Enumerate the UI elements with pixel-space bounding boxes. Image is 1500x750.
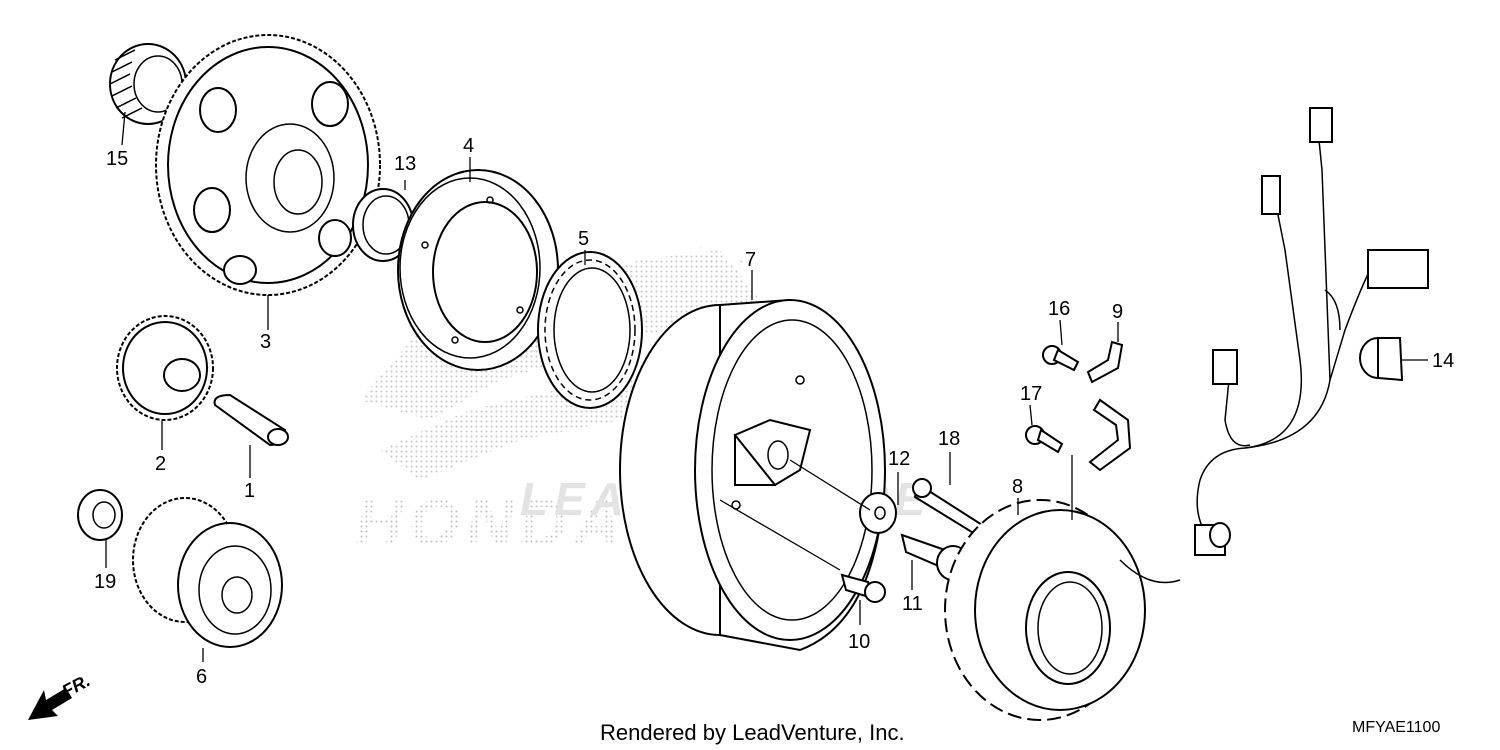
part-8-stator — [944, 499, 1146, 721]
part-6-starter-clutch-assy — [132, 497, 283, 648]
part-18-long-bolt — [912, 478, 992, 544]
callout-4: 4 — [463, 135, 474, 157]
part-19-bearing — [77, 489, 123, 541]
callout-18: 18 — [938, 428, 960, 450]
callout-3: 3 — [260, 331, 271, 353]
callout-15: 15 — [106, 148, 128, 170]
callout-11: 11 — [902, 593, 923, 615]
callout-5: 5 — [578, 228, 589, 250]
part-10-bolt — [840, 573, 886, 603]
callout-1: 1 — [244, 480, 255, 502]
watermark-brand-text: HONDA — [355, 485, 627, 559]
callout-10: 10 — [848, 631, 870, 653]
part-14-clamp — [1359, 337, 1404, 382]
part-17-bolt — [1025, 425, 1064, 454]
callout-8: 8 — [1012, 476, 1023, 498]
part-5-one-way-clutch — [537, 251, 643, 409]
wire-harness — [1119, 107, 1429, 584]
part-12-washer — [859, 492, 897, 534]
callout-12: 12 — [888, 448, 910, 470]
callout-13: 13 — [394, 153, 416, 175]
part-15-needle-bearing — [109, 43, 187, 125]
callout-7: 7 — [745, 249, 756, 271]
part-9-bracket — [1086, 340, 1132, 472]
callout-9: 9 — [1112, 301, 1123, 323]
part-1-shaft — [213, 393, 289, 447]
callout-17: 17 — [1020, 383, 1042, 405]
callout-2: 2 — [155, 453, 166, 475]
callout-19: 19 — [94, 571, 116, 593]
callout-6: 6 — [196, 666, 207, 688]
part-7-flywheel — [619, 298, 887, 652]
arrow-down-left-icon — [28, 688, 72, 720]
leader-lines — [105, 111, 1428, 662]
diagram-code: MFYAE1100 — [1352, 719, 1440, 736]
callout-16: 16 — [1048, 298, 1070, 320]
part-3-starter-driven-gear — [155, 34, 381, 296]
front-marker: FR. — [28, 670, 93, 720]
part-4-clutch-outer — [397, 169, 559, 371]
callout-14: 14 — [1432, 350, 1454, 372]
credit-text: Rendered by LeadVenture, Inc. — [600, 720, 905, 745]
part-2-idle-gear — [116, 315, 214, 421]
part-16-bolt — [1042, 345, 1080, 372]
